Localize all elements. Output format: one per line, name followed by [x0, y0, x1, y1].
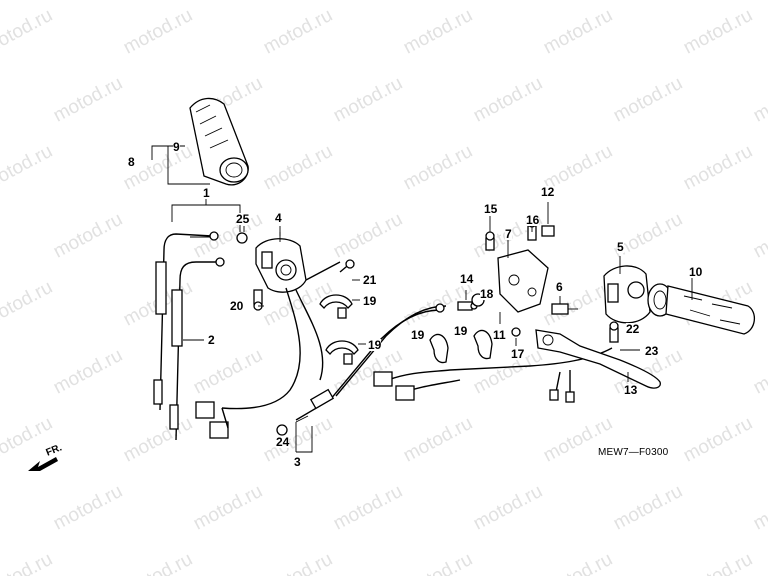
callout-21: 21: [363, 273, 377, 287]
clamp-19-b: [325, 340, 359, 365]
callout-23: 23: [645, 344, 659, 358]
callout-11: 11: [493, 328, 506, 342]
callout-16: 16: [526, 213, 540, 227]
clamp-19-d: [473, 329, 493, 360]
nut-25: [236, 232, 248, 244]
callout-24: 24: [276, 435, 290, 449]
throttle-cables: [153, 231, 225, 441]
clamp-19-a: [319, 294, 353, 319]
callout-1: 1: [203, 186, 210, 200]
callout-4: 4: [275, 211, 282, 225]
left-grip: [189, 97, 249, 186]
callout-13: 13: [624, 383, 638, 397]
callout-5: 5: [617, 240, 624, 254]
callout-25: 25: [236, 212, 250, 226]
callout-19-a: 19: [363, 294, 377, 308]
callout-20: 20: [230, 299, 244, 313]
nut-24: [276, 424, 288, 436]
diagram-reference-code: MEW7—F0300: [598, 447, 669, 458]
callout-6: 6: [556, 280, 563, 294]
callout-15: 15: [484, 202, 498, 216]
left-switch-housing: [195, 232, 341, 439]
callout-18: 18: [480, 287, 494, 301]
right-grip: [647, 283, 755, 335]
front-arrow-icon: [28, 457, 58, 471]
callout-7: 7: [505, 227, 512, 241]
callout-12: 12: [541, 185, 555, 199]
right-switch-housing: [603, 264, 651, 324]
callout-2: 2: [208, 333, 215, 347]
nut-17: [511, 327, 521, 337]
callout-19-d: 19: [454, 324, 468, 338]
callout-22: 22: [626, 322, 640, 336]
callout-19-c: 19: [411, 328, 425, 342]
screw-21: [339, 259, 360, 281]
clamp-19-c: [429, 333, 449, 364]
callout-8: 8: [128, 155, 135, 169]
callout-9: 9: [173, 140, 180, 154]
bolt-20: [253, 289, 263, 311]
bolt-22: [609, 321, 619, 343]
callout-14: 14: [460, 272, 474, 286]
clutch-cable: [295, 303, 447, 423]
callout-17: 17: [511, 347, 525, 361]
callout-10: 10: [689, 265, 703, 279]
lever-bracket: [485, 220, 555, 313]
switch-6: [551, 303, 578, 315]
clutch-lever: [535, 329, 661, 389]
callout-19-b: 19: [368, 338, 382, 352]
callout-3: 3: [294, 455, 301, 469]
